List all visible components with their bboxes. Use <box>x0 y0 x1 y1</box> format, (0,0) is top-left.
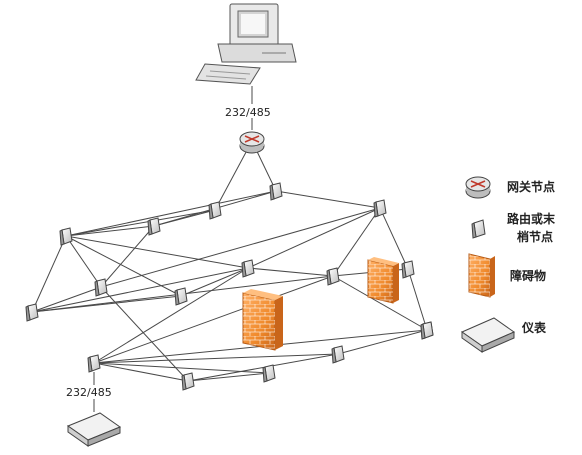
link-n1-n9 <box>275 190 381 209</box>
route-node-icon-n2 <box>208 201 222 220</box>
link-n8-n10 <box>93 267 249 364</box>
link-n2-n3 <box>153 209 216 227</box>
computer-icon <box>195 3 297 85</box>
legend-gateway-icon <box>465 176 491 199</box>
link-n4-n8 <box>65 235 249 269</box>
route-node-icon-n10 <box>87 354 101 373</box>
link-n10-n16 <box>93 353 339 364</box>
route-node-icon-n1 <box>269 182 283 201</box>
gateway-node-icon <box>239 131 265 154</box>
link-n1-n4 <box>65 190 277 237</box>
route-node-icon-n5 <box>94 278 108 297</box>
obstacle-2 <box>367 257 399 304</box>
link-n8-n11 <box>247 267 334 277</box>
legend-route-label-line1: 路由或末 <box>507 211 556 226</box>
bottom-link-label: 232/485 <box>66 386 112 399</box>
link-n5-n6 <box>31 286 102 313</box>
link-n3-n4 <box>65 225 155 237</box>
route-node-icon-n4 <box>59 227 73 246</box>
legend: 网关节点 路由或末 梢节点 障碍物 仪表 <box>460 176 556 353</box>
route-node-icon-n3 <box>147 217 161 236</box>
link-n10-n14 <box>93 362 189 382</box>
link-n9-n12 <box>379 207 409 270</box>
route-node-icon-n12 <box>401 260 415 279</box>
link-n16-n17 <box>337 329 428 355</box>
link-n7-n8 <box>180 267 249 297</box>
link-n5-n9 <box>100 207 381 288</box>
legend-obstacle-label: 障碍物 <box>510 268 546 283</box>
link-n8-n9 <box>247 207 381 269</box>
route-node-icon-n7 <box>174 287 188 306</box>
link-n3-n5 <box>100 225 155 288</box>
network-links <box>31 140 428 382</box>
link-n14-n15 <box>187 372 270 382</box>
link-n2-n4 <box>65 209 216 237</box>
link-n6-n8 <box>31 267 249 313</box>
top-link-label: 232/485 <box>225 106 271 119</box>
route-node-icon-n17 <box>420 321 434 340</box>
route-node-icon-n16 <box>331 345 345 364</box>
legend-route-label-line2: 梢节点 <box>517 229 553 244</box>
link-n12-n13 <box>407 268 428 331</box>
route-node-icon-n14 <box>181 372 195 391</box>
legend-route-node-icon <box>471 219 486 239</box>
instrument-icon <box>66 412 122 447</box>
route-node-icon-n15 <box>262 364 276 383</box>
obstacle-1 <box>242 289 283 351</box>
legend-obstacle-icon <box>468 253 495 298</box>
legend-gateway-label: 网关节点 <box>507 179 555 194</box>
link-n4-n6 <box>31 235 67 313</box>
link-n4-n7 <box>65 235 182 297</box>
link-n11-n13 <box>332 275 428 331</box>
route-node-icon-n9 <box>373 199 387 218</box>
link-n9-n11 <box>332 207 381 277</box>
link-n10-n11 <box>93 275 334 364</box>
route-node-icon-n8 <box>241 259 255 278</box>
route-node-icon-n11 <box>326 267 340 286</box>
route-node-icon-n6 <box>25 303 39 322</box>
link-n4-n5 <box>65 235 102 288</box>
network-nodes <box>25 131 434 391</box>
legend-instrument-icon <box>460 317 516 353</box>
legend-instrument-label: 仪表 <box>521 320 547 335</box>
